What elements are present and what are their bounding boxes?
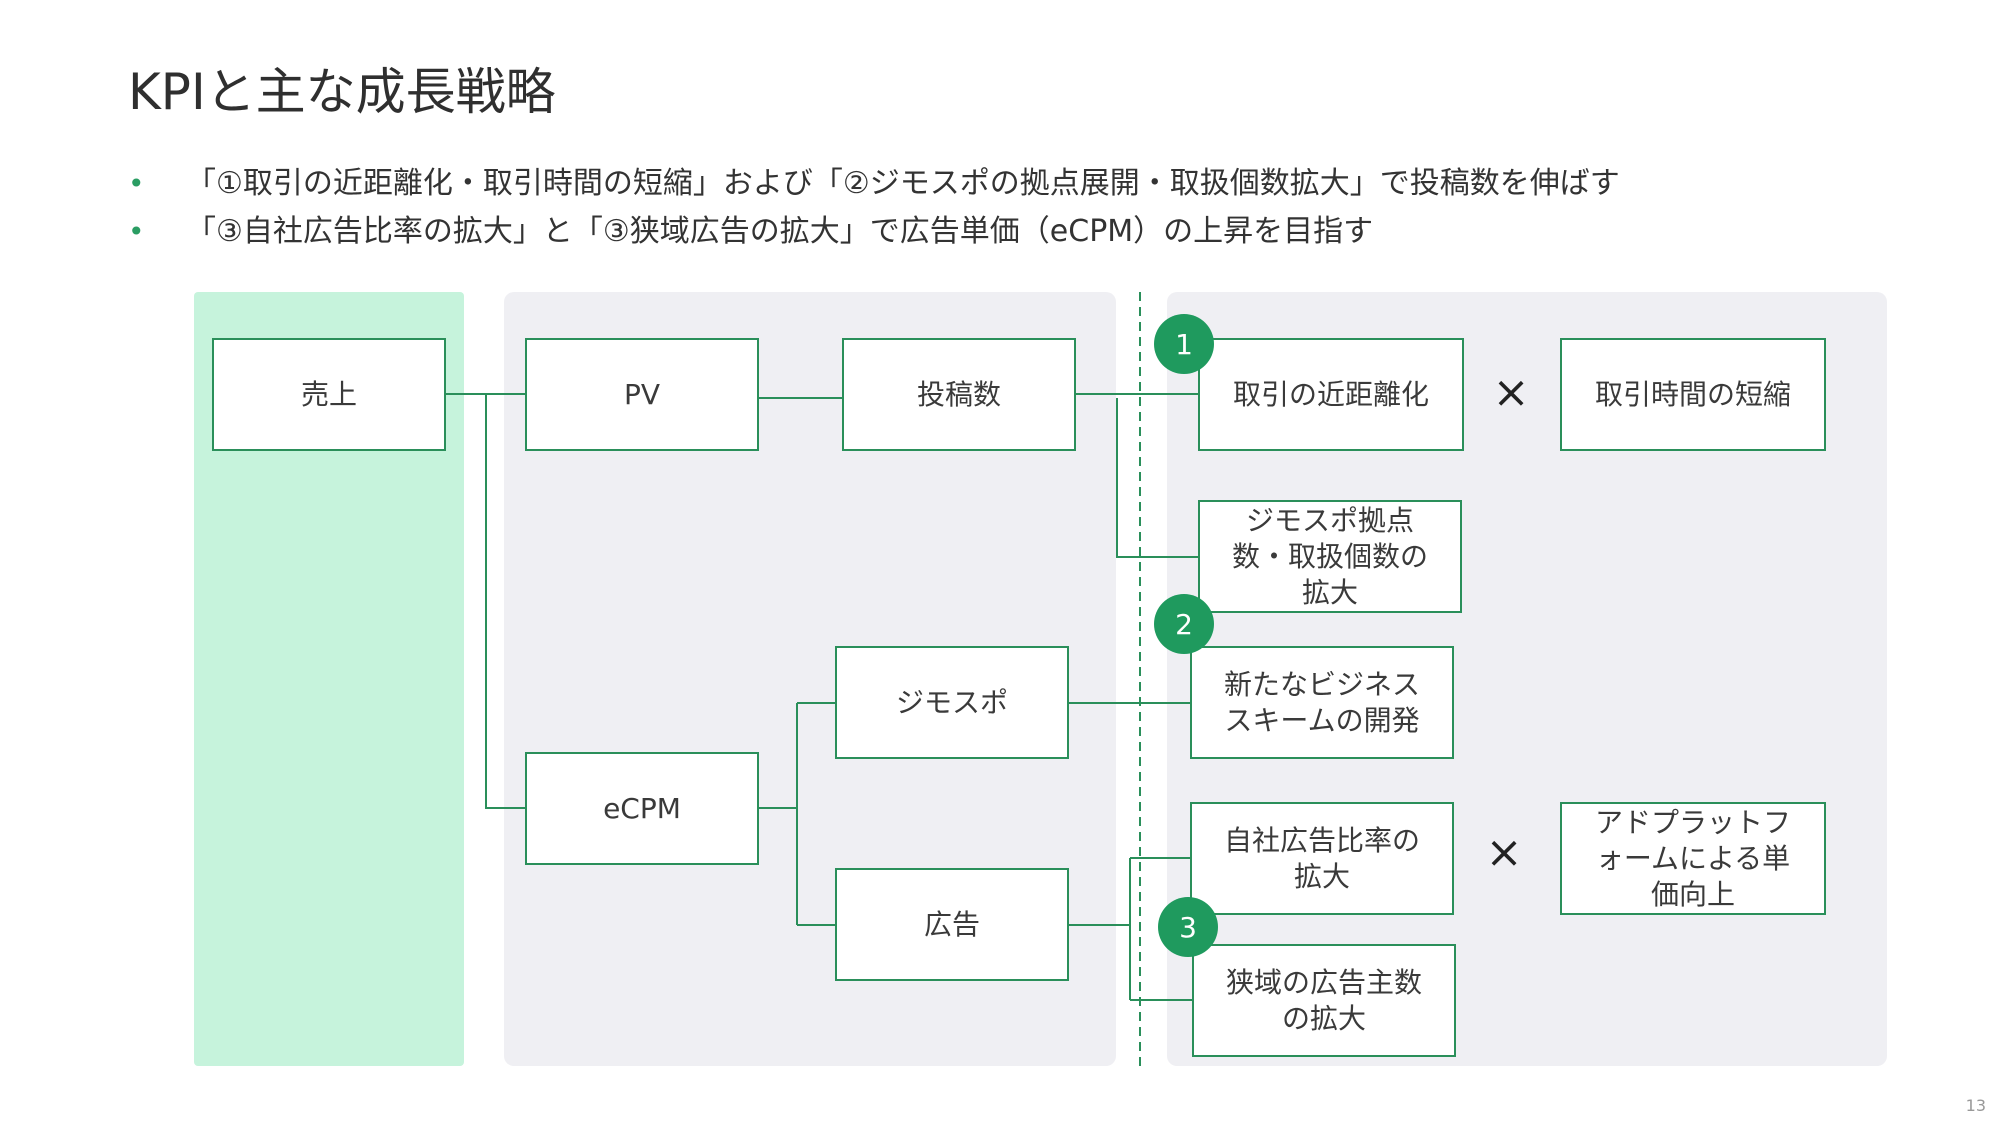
node-label: 広告 [923, 907, 980, 941]
node-label: アドプラットフ ォームによる単 価向上 [1594, 805, 1791, 911]
node-label: 投稿数 [916, 377, 1001, 411]
bullet-list: • 「①取引の近距離化・取引時間の短縮」および「②ジモスポの拠点展開・取扱個数拡… [128, 160, 1620, 256]
node-label: 狭域の広告主数 の拡大 [1225, 965, 1422, 1035]
node-jimospo: ジモスポ [835, 646, 1069, 759]
badge-1: 1 [1154, 314, 1214, 374]
bullet-dot: • [128, 167, 145, 200]
connector-posts-jimospo-expand [1116, 398, 1198, 558]
node-label: 自社広告比率の 拡大 [1223, 823, 1420, 893]
node-label: 売上 [300, 377, 357, 411]
bullet-dot: • [128, 215, 145, 248]
node-short-distance: 取引の近距離化 [1198, 338, 1464, 451]
node-local-advertisers: 狭域の広告主数 の拡大 [1192, 944, 1456, 1057]
badge-3: 3 [1158, 897, 1218, 957]
node-posts: 投稿数 [842, 338, 1076, 451]
bullet-item: • 「③自社広告比率の拡大」と「③狭域広告の拡大」で広告単価（eCPM）の上昇を… [128, 208, 1620, 256]
page-number: 13 [1965, 1096, 1986, 1115]
times-icon: × [1485, 827, 1523, 878]
node-label: 新たなビジネス スキームの開発 [1223, 667, 1420, 737]
node-sales: 売上 [212, 338, 446, 451]
node-ecpm: eCPM [525, 752, 759, 865]
connector-sales-ecpm [485, 394, 525, 809]
node-new-scheme: 新たなビジネス スキームの開発 [1190, 646, 1454, 759]
node-short-time: 取引時間の短縮 [1560, 338, 1826, 451]
bullet-item: • 「①取引の近距離化・取引時間の短縮」および「②ジモスポの拠点展開・取扱個数拡… [128, 160, 1620, 208]
bullet-text: 「③自社広告比率の拡大」と「③狭域広告の拡大」で広告単価（eCPM）の上昇を目指… [186, 214, 1374, 249]
node-label: ジモスポ拠点 数・取扱個数の 拡大 [1231, 503, 1428, 609]
connector-ecpm-branch [759, 703, 798, 925]
node-pv: PV [525, 338, 759, 451]
node-label: PV [623, 377, 661, 411]
node-ad-platform: アドプラットフ ォームによる単 価向上 [1560, 802, 1826, 915]
bullet-text: 「①取引の近距離化・取引時間の短縮」および「②ジモスポの拠点展開・取扱個数拡大」… [186, 166, 1620, 201]
node-ads: 広告 [835, 868, 1069, 981]
times-icon: × [1492, 367, 1530, 418]
node-own-ad-ratio: 自社広告比率の 拡大 [1190, 802, 1454, 915]
node-label: ジモスポ [895, 685, 1008, 719]
connector-ads-branch [1068, 858, 1131, 1000]
page-title: KPIと主な成長戦略 [128, 63, 556, 121]
node-jimospo-expand: ジモスポ拠点 数・取扱個数の 拡大 [1198, 500, 1462, 613]
badge-2: 2 [1154, 594, 1214, 654]
node-label: 取引の近距離化 [1232, 377, 1429, 411]
node-label: eCPM [603, 791, 681, 825]
node-label: 取引時間の短縮 [1594, 377, 1791, 411]
